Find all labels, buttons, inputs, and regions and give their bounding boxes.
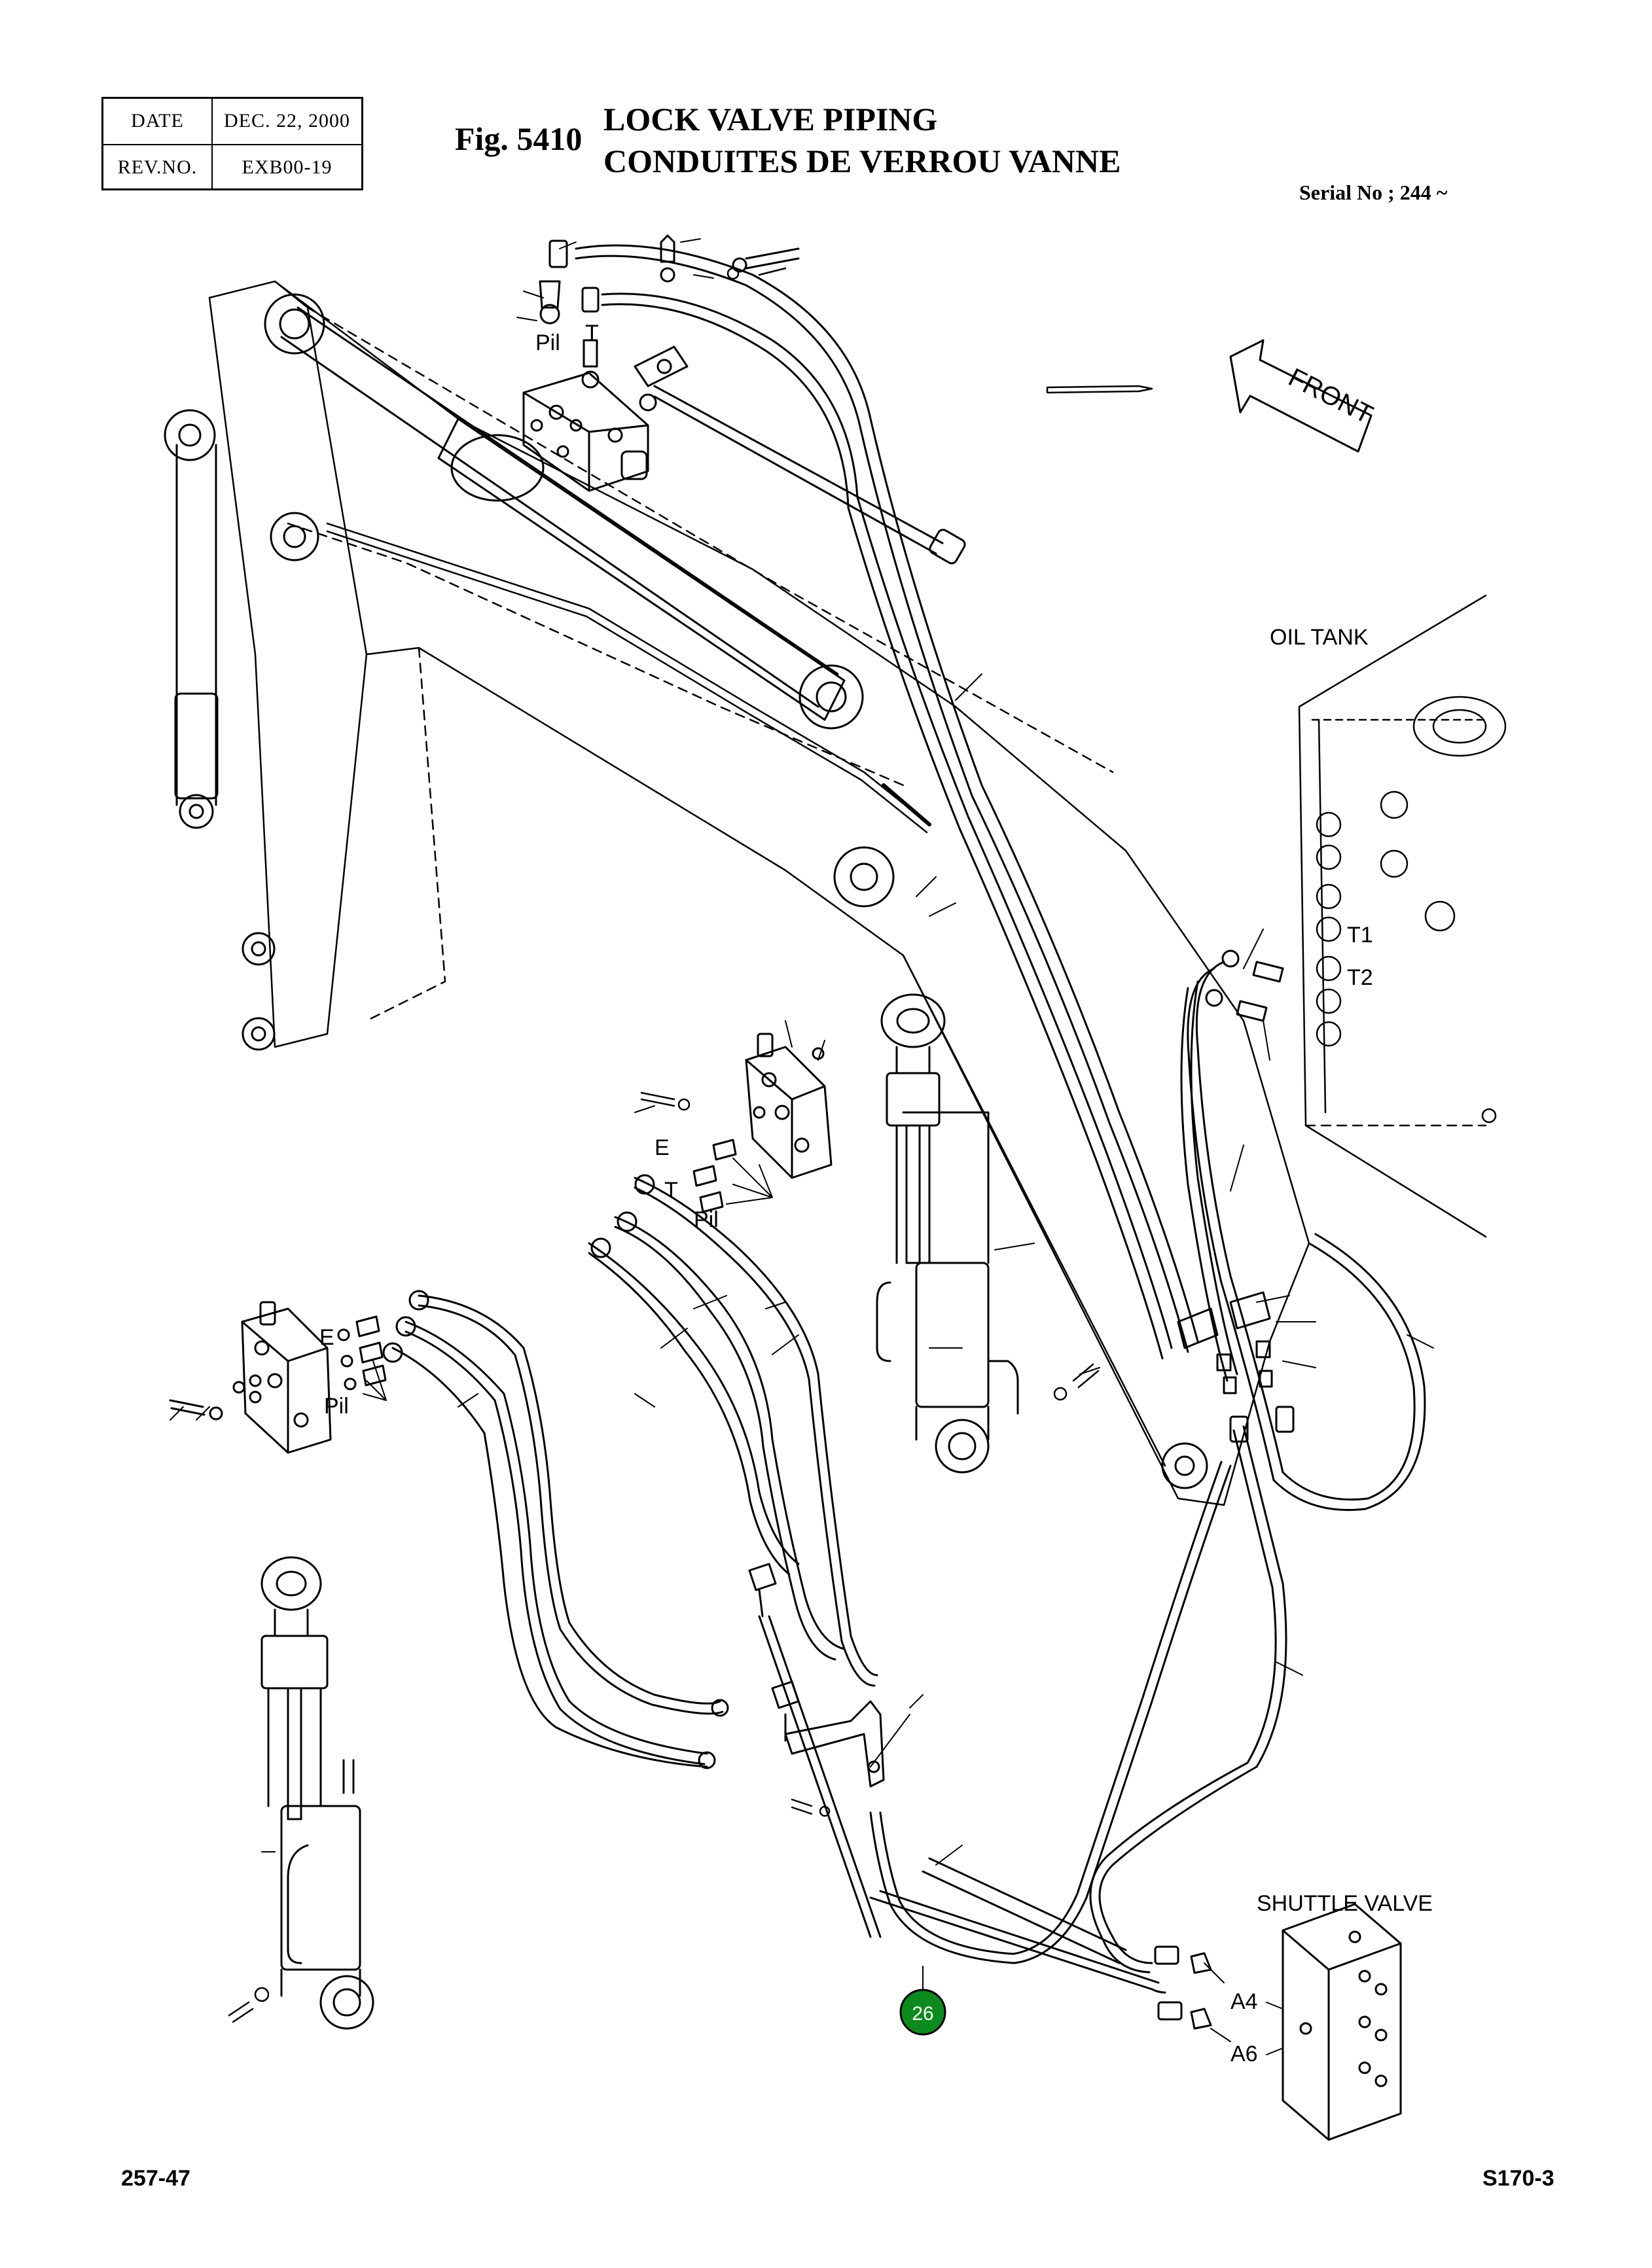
- title-french: CONDUITES DE VERROU VANNE: [603, 143, 1121, 179]
- tank-return-fittings: [1205, 949, 1284, 1022]
- main-hoses: [575, 244, 1199, 1360]
- boom-pins: [164, 293, 1208, 1489]
- boom-outline: [208, 280, 1310, 1506]
- return-hoses: [1180, 961, 1426, 1512]
- a4-label: A4: [1230, 1989, 1258, 2014]
- revision-info-box: DATE DEC. 22, 2000 REV.NO. EXB00-19: [101, 97, 363, 190]
- t2-label: T2: [1347, 965, 1373, 990]
- footer-left-page-ref: 257-47: [121, 2166, 190, 2191]
- shuttle-valve: [1282, 1903, 1402, 2141]
- top-lock-valve: [522, 346, 689, 492]
- left-pil-label: Pil: [324, 1394, 349, 1419]
- oil-tank-label: OIL TANK: [1270, 625, 1369, 650]
- bolts: [228, 267, 1100, 2023]
- figure-number: Fig. 5410: [455, 120, 583, 157]
- oil-tank-ports: [1316, 790, 1456, 1047]
- lower-hoses: [869, 1425, 1287, 2030]
- serial-number: Serial No ; 244 ~: [1299, 181, 1448, 204]
- top-t-label: T: [585, 321, 599, 346]
- leader-lines: [170, 238, 1434, 2042]
- lower-left-cylinder: [260, 1556, 374, 2030]
- figure-title: LOCK VALVE PIPING CONDUITES DE VERROU VA…: [603, 98, 1121, 182]
- callout-26-number: 26: [912, 2003, 933, 2025]
- mid-fittings: [692, 1139, 773, 1213]
- shuttle-valve-label: SHUTTLE VALVE: [1257, 1891, 1433, 1916]
- top-fittings: [539, 234, 800, 412]
- a6-label: A6: [1230, 2042, 1258, 2066]
- callout-26[interactable]: 26: [899, 1966, 946, 2036]
- date-row: DATE DEC. 22, 2000: [103, 99, 361, 145]
- left-fittings: [169, 1315, 387, 1421]
- junction-block: [1177, 1291, 1295, 1443]
- center-fittings-bracket: [748, 1563, 885, 1938]
- middle-arm-cylinder: [876, 993, 1019, 1474]
- t1-label: T1: [1347, 923, 1373, 948]
- date-label: DATE: [103, 99, 213, 144]
- left-hoses: [382, 1290, 729, 1769]
- title-english: LOCK VALVE PIPING: [603, 101, 938, 137]
- left-lock-valve: [232, 1301, 332, 1454]
- a6-leader: [1266, 2047, 1284, 2055]
- oil-tank: [1298, 594, 1507, 1238]
- revision-label: REV.NO.: [103, 145, 213, 190]
- footer-right-model: S170-3: [1482, 2166, 1554, 2191]
- mid-pil-label: Pil: [694, 1207, 719, 1232]
- mid-t-label: T: [664, 1178, 678, 1203]
- revision-row: REV.NO. EXB00-19: [103, 145, 361, 190]
- top-pil-label: Pil: [535, 330, 560, 355]
- pin-tool: [1046, 385, 1153, 394]
- date-value: DEC. 22, 2000: [224, 110, 350, 132]
- a4-leader: [1266, 2002, 1284, 2010]
- left-e-label: E: [319, 1325, 334, 1350]
- front-arrow: [1229, 339, 1373, 453]
- left-arm-cylinder-upper: [174, 444, 219, 829]
- mid-lock-valve: [745, 1033, 833, 1179]
- boom-pipe: [326, 522, 931, 834]
- mid-e-label: E: [655, 1135, 670, 1160]
- revision-value: EXB00-19: [242, 156, 332, 178]
- mid-hoses: [588, 1174, 878, 1687]
- boom-cylinder: [280, 306, 864, 730]
